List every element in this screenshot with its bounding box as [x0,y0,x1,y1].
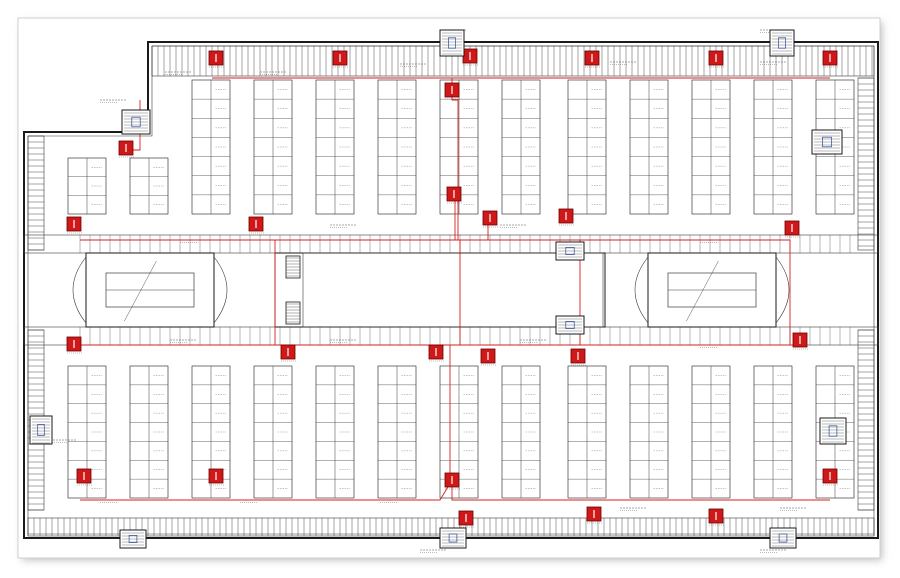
stair-core-icon [819,417,847,445]
stair-landing [778,533,788,543]
west-ramp-left-curve [72,256,87,324]
stair-core-icon [439,29,465,57]
stair-landing [565,321,575,329]
island-top-2 [129,157,169,215]
stair-landing [37,424,45,436]
island-top-11 [691,79,731,215]
island-top-7 [439,79,479,215]
fire-hydrant-cabinet-icon[interactable] [248,216,265,234]
island-top-1 [67,157,107,215]
central-core [274,252,606,328]
stair-core-icon [121,109,151,135]
fire-hydrant-cabinet-icon[interactable] [570,348,587,366]
island-bottom-10 [629,365,669,499]
fire-hydrant-cabinet-icon[interactable] [118,140,135,158]
fire-hydrant-cabinet-icon[interactable] [822,50,839,68]
stair-landing [565,247,575,255]
fire-hydrant-cabinet-icon[interactable] [458,510,475,528]
east-ramp-arrow [686,260,719,322]
island-bottom-6 [377,365,417,499]
fire-hydrant-cabinet-icon[interactable] [480,348,497,366]
island-top-5 [315,79,355,215]
island-bottom-4 [253,365,293,499]
fire-hydrant-cabinet-icon[interactable] [444,472,461,490]
island-bottom-2 [129,365,169,499]
fire-hydrant-cabinet-icon[interactable] [280,344,297,362]
west-ramp-arrow [124,260,157,322]
fire-pipe-layer [80,77,830,501]
island-bottom-11 [691,365,731,499]
east-ramp-left-curve [634,256,649,324]
stair-landing [131,116,141,128]
stair-landing [448,37,456,49]
fire-hydrant-cabinet-icon[interactable] [586,506,603,524]
fire-hydrant-cabinet-icon[interactable] [66,216,83,234]
island-top-8 [501,79,541,215]
stair-outline [29,415,53,445]
fire-hydrant-cabinet-icon[interactable] [708,50,725,68]
stair-core-icon [555,241,585,261]
fire-hydrant-cabinet-icon[interactable] [462,48,479,66]
stair-core-icon [119,529,147,549]
fire-hydrant-cabinet-icon[interactable] [708,508,725,526]
island-bottom-8 [501,365,541,499]
stair-outline [769,29,795,57]
stair-landing [128,535,138,543]
stair-core-icon [29,415,53,445]
fire-hydrant-cabinet-icon[interactable] [208,50,225,68]
island-top-9 [567,79,607,215]
ramp-layer [23,234,879,346]
fire-hydrant-cabinet-icon[interactable] [76,468,93,486]
central-core-inner [302,252,604,328]
island-top-4 [253,79,293,215]
island-top-12 [753,79,793,215]
fire-hydrant-cabinet-icon[interactable] [482,210,499,228]
island-top-10 [629,79,669,215]
stair-landing [828,425,838,437]
stair-core-icon [555,315,585,335]
stair-outline [439,29,465,57]
west-ramp-right-curve [213,256,228,324]
fire-hydrant-cabinet-icon[interactable] [446,186,463,204]
island-top-3 [191,79,231,215]
fire-hydrant-cabinet-icon[interactable] [66,336,83,354]
fire-hydrant-cabinet-icon[interactable] [558,208,575,226]
stair-core-icon [811,129,843,155]
east-ramp-right-curve [775,256,790,324]
stair-core-icon [769,29,795,57]
fire-hydrant-cabinet-icon[interactable] [822,468,839,486]
stair-outline [819,417,847,445]
fire-hydrant-cabinet-icon[interactable] [428,344,445,362]
stair-landing [448,533,458,543]
island-bottom-1 [67,365,107,499]
island-top-6 [377,79,417,215]
island-bottom-5 [315,365,355,499]
fire-hydrant-cabinet-icon[interactable] [584,50,601,68]
west-ramp [72,252,228,328]
fire-hydrant-cabinet-icon[interactable] [208,468,225,486]
fire-hydrant-cabinet-icon[interactable] [444,82,461,100]
stair-layer [29,29,847,549]
fire-hydrant-cabinet-icon[interactable] [792,332,809,350]
stair-core-icon [769,527,797,549]
fire-hydrant-cabinet-icon[interactable] [784,220,801,238]
island-bottom-12 [753,365,793,499]
island-bottom-9 [567,365,607,499]
equipment-layer[interactable] [66,48,839,528]
stair-landing [778,37,786,49]
east-ramp [634,252,790,328]
fire-hydrant-cabinet-icon[interactable] [332,50,349,68]
stair-core-icon [439,527,467,549]
stair-landing [822,136,832,148]
